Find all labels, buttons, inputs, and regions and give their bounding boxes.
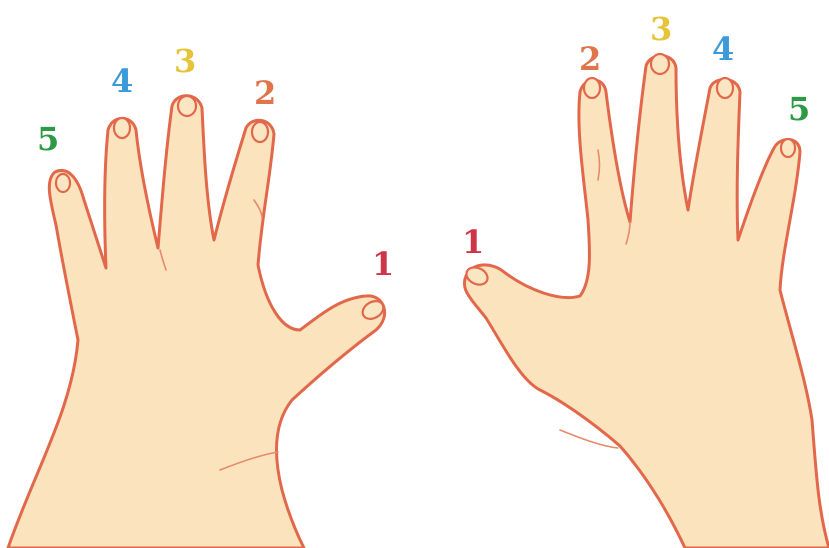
right-hand-outline xyxy=(464,56,829,548)
right-hand xyxy=(464,54,829,548)
right-label-pinky: 5 xyxy=(788,90,810,128)
left-ring-nail xyxy=(114,118,130,138)
left-hand xyxy=(8,96,387,548)
right-middle-nail xyxy=(651,54,669,74)
left-hand-outline xyxy=(8,96,385,548)
left-middle-nail xyxy=(178,96,196,116)
left-label-index: 2 xyxy=(254,74,276,112)
right-label-ring: 4 xyxy=(712,30,734,68)
left-pinky-nail xyxy=(56,174,70,192)
left-label-pinky: 5 xyxy=(37,120,59,158)
left-label-middle: 3 xyxy=(174,42,196,80)
right-label-middle: 3 xyxy=(650,10,672,48)
right-label-index: 2 xyxy=(579,40,601,78)
right-ring-nail xyxy=(717,78,733,98)
left-label-thumb: 1 xyxy=(372,245,394,283)
left-label-ring: 4 xyxy=(111,62,133,100)
right-label-thumb: 1 xyxy=(462,223,484,261)
right-pinky-nail xyxy=(781,139,795,157)
right-index-nail xyxy=(584,78,600,98)
left-index-nail xyxy=(252,122,268,142)
